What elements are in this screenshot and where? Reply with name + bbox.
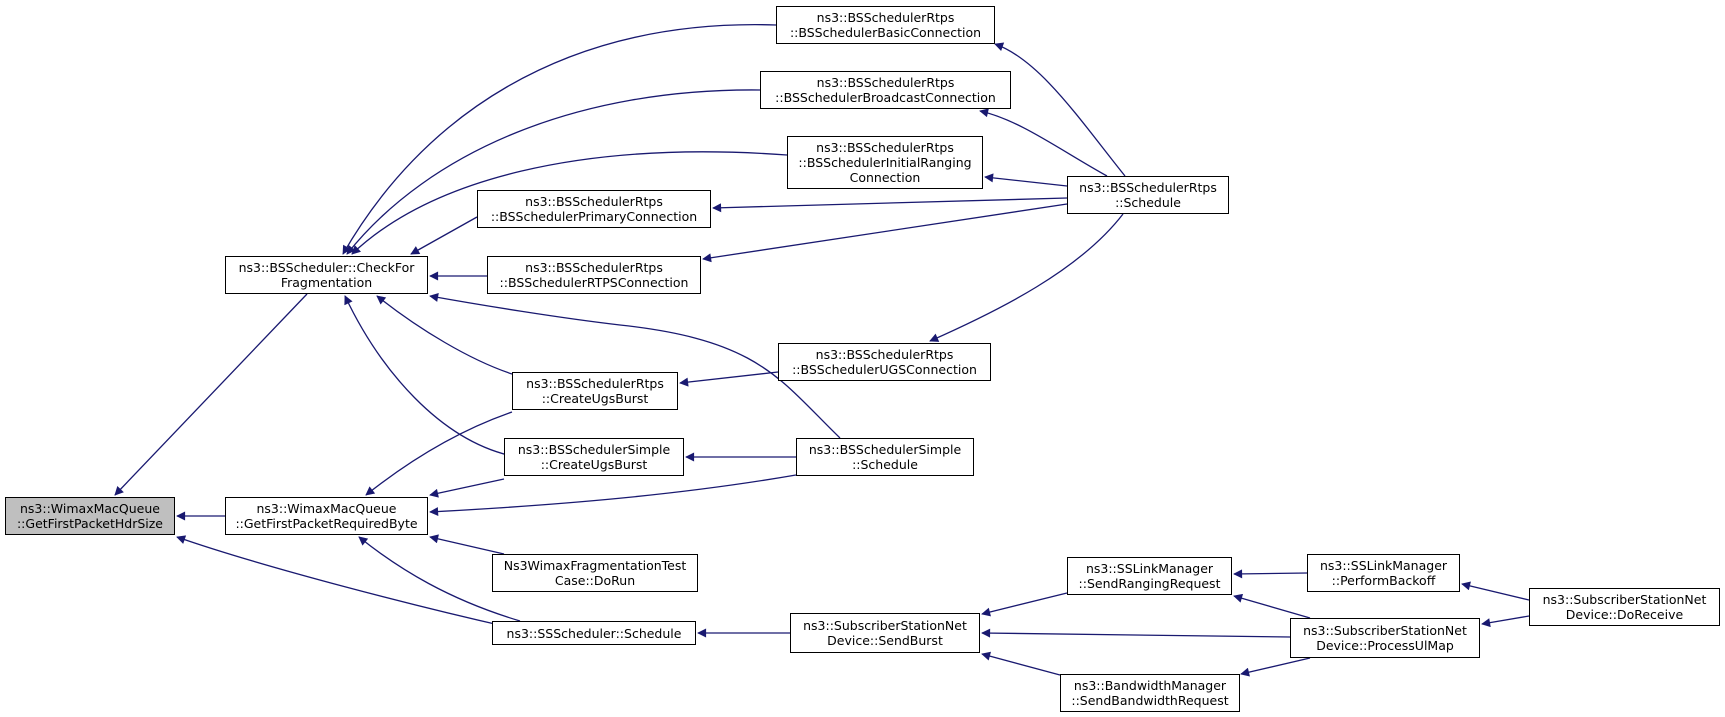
- edge-sendbw-to-sendburst: [981, 651, 1061, 676]
- node-simple-create-ugs-burst[interactable]: ns3::BSSchedulerSimple::CreateUgsBurst: [504, 438, 684, 476]
- edge-sendranging-to-sendburst: [981, 592, 1068, 617]
- edge-simple-sched-to-checkfrag: [429, 293, 841, 439]
- edge-performbackoff-to-sendranging: [1233, 569, 1308, 579]
- node-rtps-basic-connection[interactable]: ns3::BSSchedulerRtps::BSSchedulerBasicCo…: [776, 6, 995, 44]
- edge-fragtest-to-reqbyte: [429, 534, 505, 555]
- edge-rtps-ugsburst-to-reqbyte: [365, 411, 513, 496]
- node-rtps-create-ugs-burst[interactable]: ns3::BSSchedulerRtps::CreateUgsBurst: [512, 372, 678, 410]
- edge-doreceive-to-processulmap: [1481, 615, 1530, 628]
- node-sslinkmanager-perform-backoff[interactable]: ns3::SSLinkManager::PerformBackoff: [1307, 554, 1460, 592]
- edge-rtps-sched-to-ugsconn: [929, 213, 1124, 342]
- edge-checkfrag-to-root: [114, 293, 308, 496]
- node-rtps-rtps-connection[interactable]: ns3::BSSchedulerRtps::BSSchedulerRTPSCon…: [487, 256, 701, 294]
- node-bandwidthmanager-send-bandwidth-request[interactable]: ns3::BandwidthManager::SendBandwidthRequ…: [1060, 674, 1240, 712]
- edge-doreceive-to-performbackoff: [1461, 581, 1530, 601]
- edge-processulmap-to-sendranging: [1233, 593, 1311, 619]
- node-rtps-primary-connection[interactable]: ns3::BSSchedulerRtps::BSSchedulerPrimary…: [477, 190, 711, 228]
- edge-rtps-sched-to-rtps: [702, 203, 1068, 263]
- edge-primary-to-checkfrag: [410, 216, 478, 255]
- node-ssscheduler-schedule[interactable]: ns3::SSScheduler::Schedule: [492, 621, 696, 645]
- edge-ssscheduler-to-root: [176, 535, 536, 634]
- edge-simple-ugsburst-to-checkfrag: [344, 295, 513, 457]
- edge-rtps-sched-to-broadcast: [979, 108, 1108, 177]
- edge-simple-sched-to-reqbyte: [429, 474, 797, 517]
- edge-broadcast-to-checkfrag: [346, 89, 761, 255]
- edge-processulmap-to-sendbw: [1240, 657, 1311, 677]
- edge-rtps-ugsburst-to-checkfrag: [376, 295, 513, 375]
- edge-basic-to-checkfrag: [342, 24, 777, 255]
- node-rtps-ugs-connection[interactable]: ns3::BSSchedulerRtps::BSSchedulerUGSConn…: [778, 343, 991, 381]
- node-simple-schedule[interactable]: ns3::BSSchedulerSimple::Schedule: [796, 438, 974, 476]
- edge-rtps-sched-to-initrang: [984, 173, 1068, 187]
- node-rtps-broadcast-connection[interactable]: ns3::BSSchedulerRtps::BSSchedulerBroadca…: [760, 71, 1011, 109]
- edge-ugsconn-to-rtps-ugsburst: [679, 371, 779, 387]
- edge-processulmap-to-sendburst: [981, 628, 1291, 638]
- node-wimax-get-first-packet-required-byte[interactable]: ns3::WimaxMacQueue::GetFirstPacketRequir…: [225, 497, 428, 535]
- node-rtps-initial-ranging-connection[interactable]: ns3::BSSchedulerRtps::BSSchedulerInitial…: [787, 136, 983, 189]
- node-rtps-schedule[interactable]: ns3::BSSchedulerRtps::Schedule: [1067, 176, 1229, 214]
- node-sslinkmanager-send-ranging-request[interactable]: ns3::SSLinkManager::SendRangingRequest: [1067, 557, 1232, 595]
- edge-rtps-sched-to-basic: [994, 42, 1126, 177]
- edge-initrang-to-checkfrag: [351, 151, 788, 255]
- edge-rtps-sched-to-primary: [712, 197, 1068, 213]
- node-wimax-get-first-packet-hdr-size: ns3::WimaxMacQueue::GetFirstPacketHdrSiz…: [5, 497, 175, 535]
- edge-simple-ugsburst-to-reqbyte: [429, 478, 505, 498]
- edge-ssscheduler-to-reqbyte: [358, 536, 521, 622]
